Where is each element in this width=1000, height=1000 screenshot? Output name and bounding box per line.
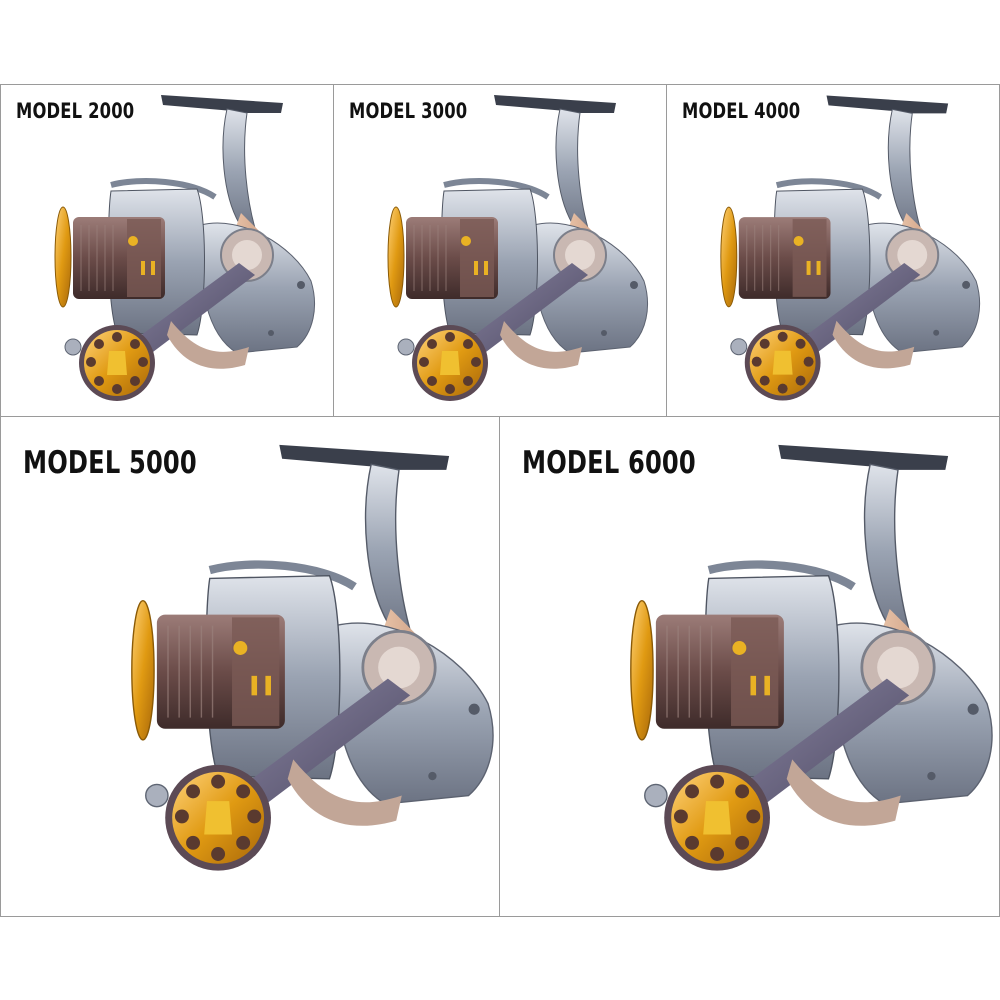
panel-model-6000: MODEL 6000 (499, 416, 1000, 917)
reel-image (1, 85, 335, 417)
panel-model-3000: MODEL 3000 (333, 84, 668, 417)
model-label: MODEL 2000 (16, 99, 135, 123)
reel-image (500, 417, 1000, 917)
reel-image (667, 85, 1000, 417)
panel-model-2000: MODEL 2000 (0, 84, 335, 417)
model-label: MODEL 6000 (522, 445, 696, 481)
model-label: MODEL 5000 (23, 445, 197, 481)
model-label: MODEL 3000 (349, 99, 468, 123)
panel-model-5000: MODEL 5000 (0, 416, 501, 917)
panel-model-4000: MODEL 4000 (666, 84, 1000, 417)
reel-image (334, 85, 668, 417)
model-label: MODEL 4000 (682, 99, 801, 123)
reel-image (1, 417, 501, 917)
